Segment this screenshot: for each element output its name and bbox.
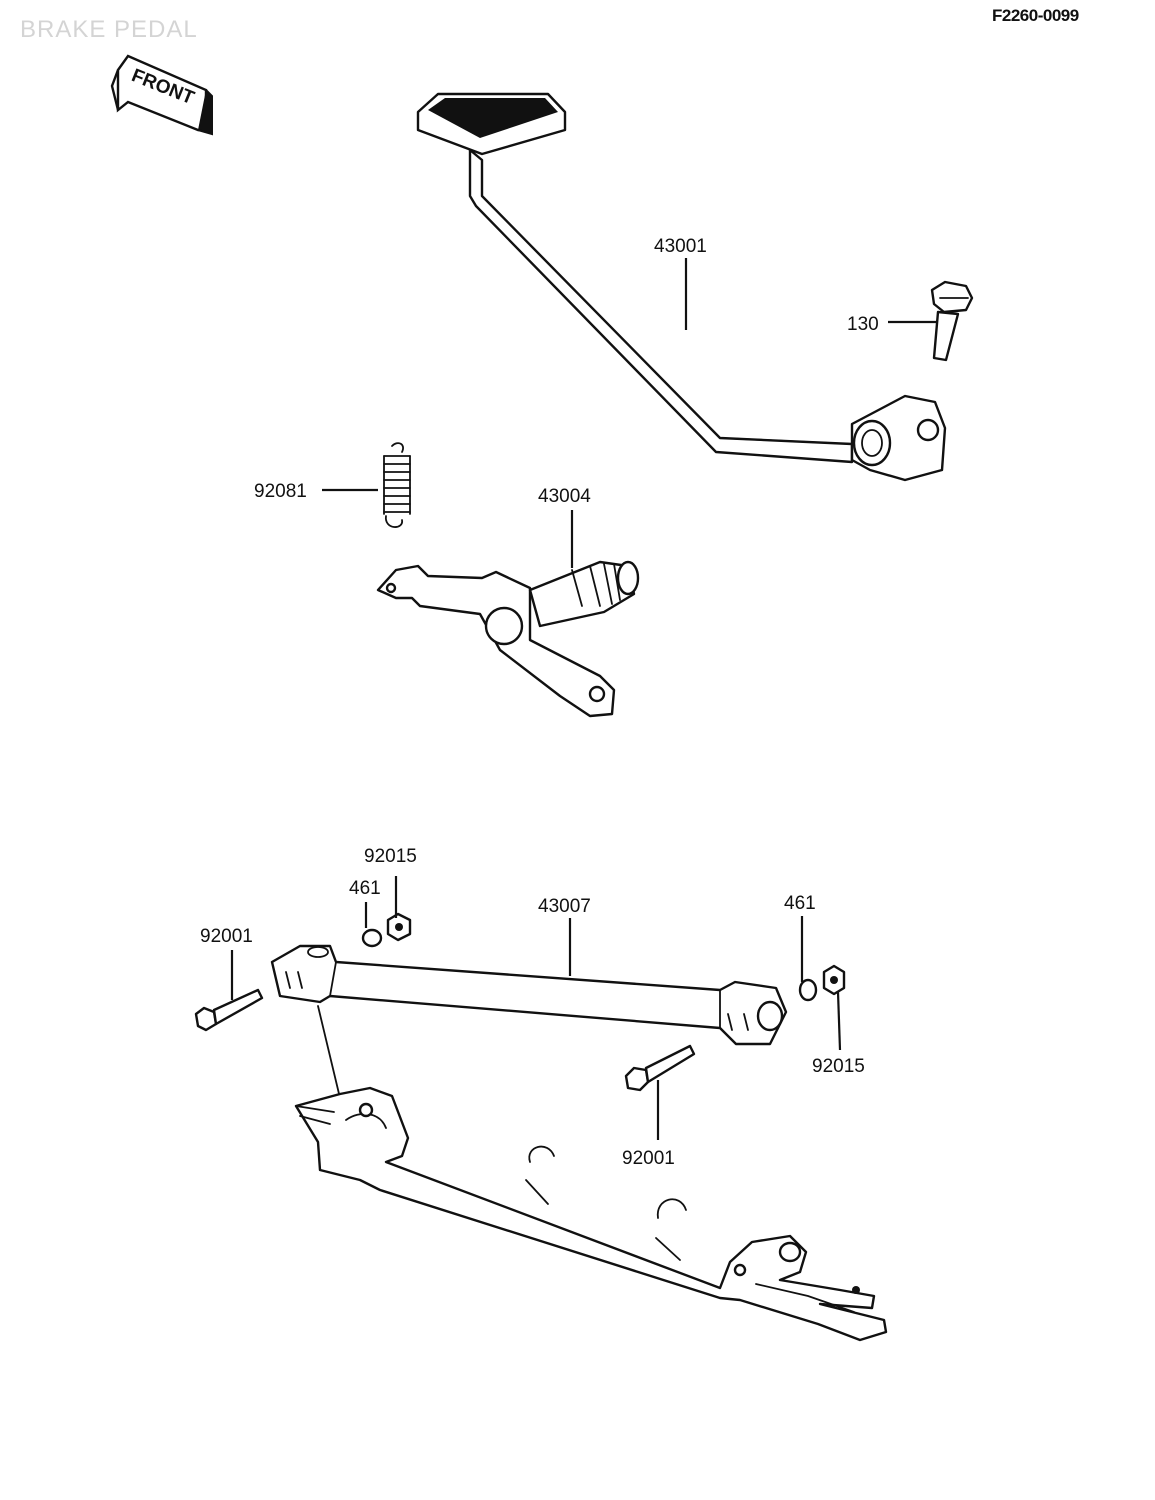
bolt-lower-drawing	[624, 1044, 696, 1092]
part-label-43007: 43007	[538, 896, 591, 917]
part-label-92015-right: 92015	[812, 1056, 865, 1077]
brake-pedal-drawing	[416, 92, 947, 482]
part-labels: 43001 130 92081 43004 92015 461 43007 46…	[200, 236, 879, 1169]
bolt-left-drawing	[194, 988, 264, 1032]
swingarm-drawing	[294, 1005, 888, 1342]
part-label-92081: 92081	[254, 481, 307, 502]
spring-drawing	[383, 442, 411, 528]
figure-code: F2260-0099	[992, 6, 1079, 25]
flange-bolt-drawing	[930, 280, 974, 362]
torque-link-drawing	[270, 944, 788, 1046]
leader-lines	[230, 258, 938, 1140]
part-label-43004: 43004	[538, 486, 591, 507]
part-label-461-right: 461	[784, 893, 816, 914]
nut-left-drawing	[386, 912, 412, 942]
section-title: BRAKE PEDAL	[20, 16, 198, 43]
front-indicator: FRONT	[110, 54, 213, 136]
washer-left-drawing	[361, 928, 383, 948]
part-label-130: 130	[847, 314, 879, 335]
washer-right-drawing	[798, 978, 818, 1002]
nut-right-drawing	[822, 964, 846, 996]
part-label-92001-left: 92001	[200, 926, 253, 947]
part-label-43001: 43001	[654, 236, 707, 257]
part-label-92015-left: 92015	[364, 846, 417, 867]
brake-lever-drawing	[376, 560, 640, 718]
part-label-461-left: 461	[349, 878, 381, 899]
front-arrow-icon	[110, 54, 213, 136]
page-header: BRAKE PEDAL F2260-0099	[0, 0, 1155, 60]
part-label-92001-lower: 92001	[622, 1148, 675, 1169]
